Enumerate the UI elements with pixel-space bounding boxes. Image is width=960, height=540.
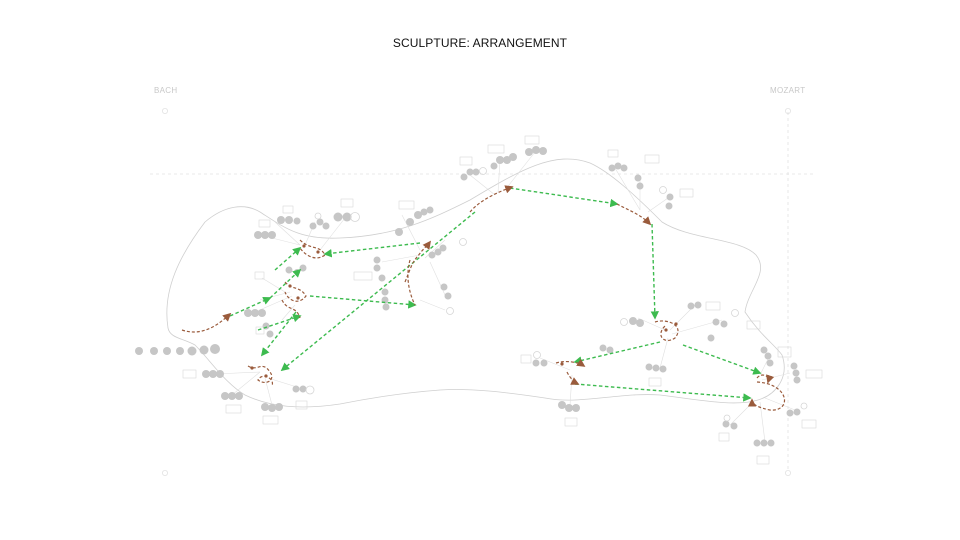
transition-arrow (269, 268, 302, 299)
gesture-path (469, 185, 514, 213)
page-title: SCULPTURE: ARRANGEMENT (392, 36, 568, 50)
gesture-path (555, 358, 586, 367)
node-row-left (135, 344, 220, 356)
gesture-path (616, 203, 652, 226)
transition-arrows (229, 187, 762, 402)
gesture-path (654, 320, 679, 342)
transition-arrow (260, 311, 297, 357)
gesture-path (566, 371, 580, 385)
gesture-path (747, 381, 786, 411)
transition-arrow (323, 242, 421, 258)
tag-labels (182, 135, 823, 465)
frame-guides (150, 108, 815, 476)
gesture-path (181, 312, 232, 333)
gesture-path (299, 239, 326, 259)
transition-arrow (274, 246, 302, 271)
gesture-path (281, 299, 301, 319)
transition-arrow (509, 187, 619, 208)
transition-arrow (280, 211, 476, 372)
node-clusters (135, 146, 801, 447)
transition-arrow (257, 314, 302, 331)
gesture-paths (181, 185, 786, 411)
gesture-path (284, 281, 307, 302)
endpoint-label-right: MOZART (770, 86, 806, 95)
gesture-path (404, 240, 432, 283)
node-outlines (305, 167, 808, 422)
junction-markers (250, 244, 678, 378)
transition-arrow (682, 344, 762, 375)
sculpture-outline (166, 158, 785, 408)
transition-arrow (229, 296, 272, 317)
endpoint-label-left: BACH (154, 86, 178, 95)
gesture-path (756, 374, 775, 384)
connector-lines (214, 151, 801, 443)
gesture-path (407, 259, 416, 306)
transition-arrow (573, 341, 661, 365)
gesture-path (247, 365, 274, 387)
transition-arrow (574, 383, 752, 402)
transition-arrow (650, 223, 659, 320)
